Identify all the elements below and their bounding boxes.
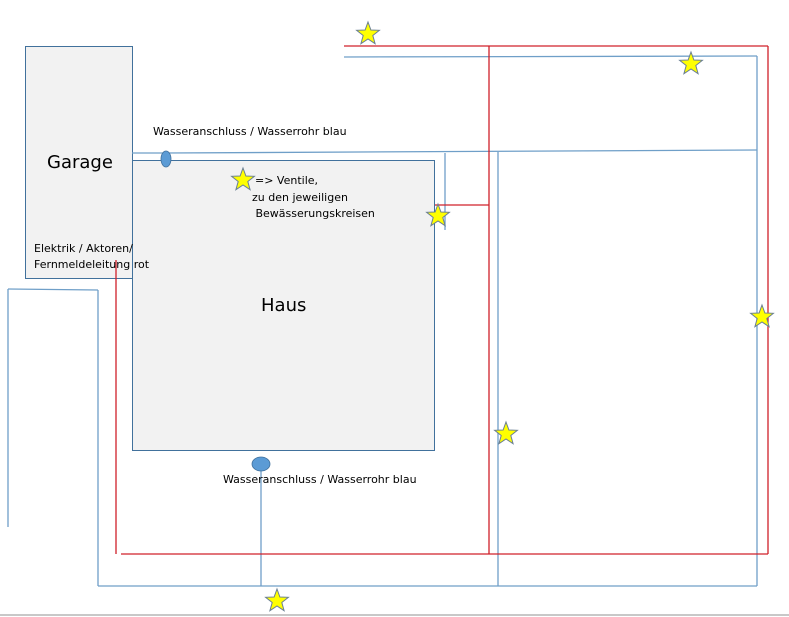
water-connector-bottom xyxy=(251,456,271,472)
valve-star-5 xyxy=(749,303,775,328)
water-connection-bottom-label: Wasseranschluss / Wasserrohr blau xyxy=(223,473,417,486)
valve-star-2 xyxy=(678,50,704,75)
valve-star-6 xyxy=(493,420,519,445)
valve-star-1 xyxy=(355,20,381,45)
valve-star-4 xyxy=(425,202,451,227)
valves-label-line3: Bewässerungskreisen xyxy=(252,207,375,220)
valve-star-7 xyxy=(264,587,290,612)
garage-building xyxy=(25,46,133,279)
electric-label-line2: Fernmeldeleitung rot xyxy=(34,258,150,271)
house-label: Haus xyxy=(261,295,307,316)
page-bottom-rule xyxy=(0,614,789,616)
water-connection-top-label: Wasseranschluss / Wasserrohr blau xyxy=(153,125,347,138)
valves-label-line2: zu den jeweiligen xyxy=(252,191,348,204)
water-pipe-3 xyxy=(165,149,758,154)
house-building xyxy=(132,160,435,451)
water-pipe-9 xyxy=(7,288,99,291)
water-connector-top xyxy=(160,150,172,168)
garage-label: Garage xyxy=(47,152,113,173)
valve-star-3 xyxy=(230,166,256,191)
water-pipe-1 xyxy=(343,55,758,58)
valves-label-line1: => Ventile, xyxy=(255,174,319,187)
electric-label-line1: Elektrik / Aktoren/ xyxy=(34,242,133,255)
